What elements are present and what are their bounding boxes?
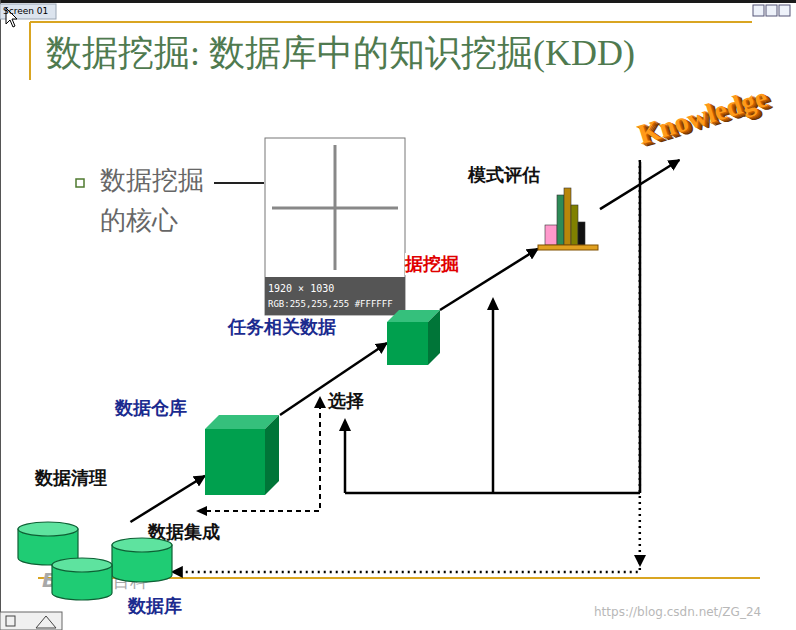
popup-info-band: [265, 277, 405, 315]
screen-tab-label: Screen 01: [3, 5, 48, 18]
knowledge-wordart: Knowledge: [620, 85, 785, 160]
wordart-text: Knowledge: [615, 62, 791, 170]
toolbar-icon: [6, 616, 15, 626]
cube-side: [428, 310, 440, 365]
data-warehouse-cube: 数据仓库: [205, 415, 280, 495]
node-shape: [205, 415, 280, 495]
node-label: 任务相关数据: [228, 316, 336, 338]
feedback-line: [492, 307, 495, 493]
chart-bar: [557, 195, 564, 245]
chart-bar: [578, 222, 585, 245]
node-label: 模式评估: [468, 164, 540, 186]
bullet-text: 数据挖掘的核心: [100, 160, 212, 240]
window-button: [779, 5, 790, 16]
slide-title: 数据挖掘: 数据库中的知识挖掘(KDD): [46, 30, 635, 76]
window-button: [753, 5, 764, 16]
watermark: https://blog.csdn.net/ZG_24: [594, 604, 761, 620]
database-cylinder-top: [112, 538, 172, 552]
database-cylinder-top: [52, 558, 112, 572]
toolbar-icons: [0, 612, 62, 630]
flow-arrow: [130, 476, 205, 522]
magnifier-popup: [265, 138, 405, 315]
arrowhead: [196, 506, 207, 516]
chart-bar: [571, 205, 578, 245]
node-shape: [18, 522, 172, 600]
node-shape: [387, 310, 440, 365]
task-data-cube: 任务相关数据: [387, 310, 440, 365]
arrowhead: [487, 297, 499, 310]
toolbar-icon: [36, 616, 56, 628]
flow-arrow: [172, 160, 640, 572]
leader-line: [214, 182, 264, 184]
chart-bar: [564, 188, 571, 245]
database-cylinder-top: [18, 522, 78, 536]
popup-size: 1920 × 1030: [268, 282, 334, 295]
node-label: 数据库: [128, 595, 182, 617]
step-label: 选择: [328, 390, 364, 412]
bullet-square: [76, 179, 84, 187]
crosshair: [272, 207, 398, 210]
pattern-chart-icon: 模式评估: [538, 186, 600, 252]
dashed-feedback: [206, 407, 320, 511]
node-label: 数据仓库: [115, 397, 187, 419]
arrowhead: [314, 396, 326, 408]
title-rule: [30, 21, 752, 23]
cube-front: [205, 429, 265, 495]
popup-color: RGB:255,255,255 #FFFFFF: [268, 298, 393, 311]
step-label: 据挖掘: [405, 253, 459, 275]
feedback-line: [344, 428, 347, 493]
cube-front: [387, 322, 428, 365]
arrowhead: [339, 418, 351, 431]
cube-side: [265, 415, 279, 495]
step-label: 数据清理: [35, 467, 107, 489]
database-node: 数据库: [18, 522, 172, 600]
chart-base: [538, 245, 598, 250]
chart-bar: [545, 225, 557, 245]
window-left-border: [0, 0, 1, 630]
flow-arrow: [280, 343, 387, 415]
title-rule: [29, 22, 31, 80]
window-top-bar: [0, 0, 796, 3]
node-shape: [538, 186, 600, 252]
window-button: [766, 5, 777, 16]
